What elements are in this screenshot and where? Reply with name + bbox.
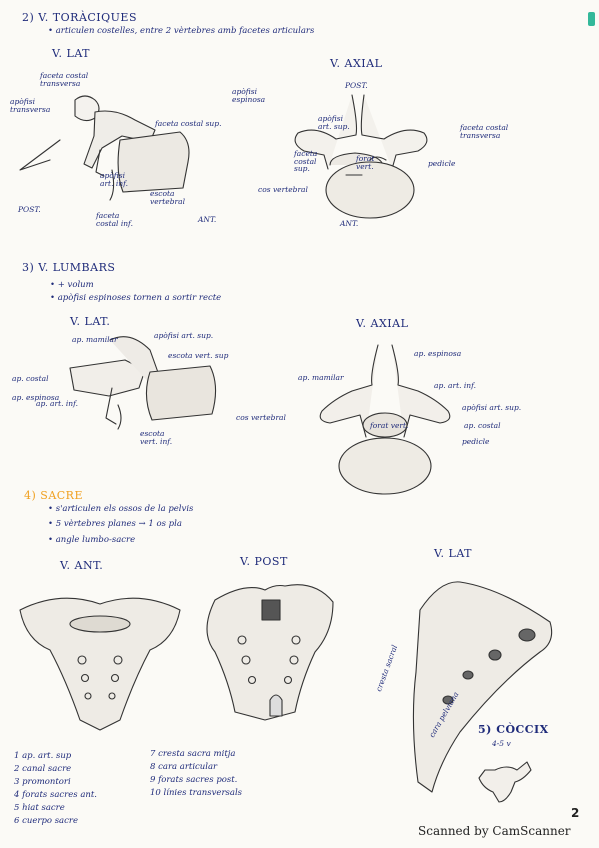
- label-forat-vert-lumbar: forat vert.: [370, 421, 409, 430]
- sacrum-bullet-1: • s'articulen els ossos de la pelvis: [48, 504, 194, 514]
- label-post-thoracic-lat: POST.: [18, 205, 41, 214]
- sacrum-bullet-2: • 5 vèrtebres planes → 1 os pla: [48, 519, 182, 529]
- label-ant-thoracic-axial: ANT.: [340, 219, 359, 228]
- green-tab-marker: [588, 12, 595, 26]
- label-ap-espinosa-lat: ap. espinosa: [12, 393, 60, 402]
- sacrum-view-post: V. POST: [240, 555, 288, 568]
- label-apofisi-art-inf: apòfisi art. inf.: [100, 171, 128, 188]
- lumbar-axial-title: V. AXIAL: [356, 317, 409, 330]
- label-faceta-costal-inf: faceta costal inf.: [96, 211, 133, 228]
- label-pedicle-thoracic: pedicle: [428, 159, 456, 168]
- sacrum-bullet-3: • angle lumbo-sacre: [48, 535, 136, 545]
- thoracic-axial-title: V. AXIAL: [330, 57, 383, 70]
- label-cos-vertebral-thoracic: cos vertebral: [258, 185, 308, 194]
- legend-item-7: 7 cresta sacra mitja: [150, 749, 236, 759]
- thoracic-lat-title: V. LAT: [52, 47, 90, 60]
- label-escota-vertebral: escota vertebral: [150, 189, 185, 206]
- label-escota-vert-inf: escota vert. inf.: [140, 429, 173, 446]
- legend-item-1: 1 ap. art. sup: [14, 751, 72, 761]
- sacrum-posterior-drawing: [206, 584, 334, 721]
- legend-item-8: 8 cara articular: [150, 762, 218, 772]
- page-number: 2: [571, 806, 580, 820]
- label-ap-art-inf-axial: ap. art. inf.: [434, 381, 477, 390]
- label-ap-art-inf-lat: ap. art. inf.: [36, 399, 79, 408]
- coccyx-drawing: [478, 761, 532, 803]
- label-cos-vertebral-lumbar: cos vertebral: [236, 413, 286, 422]
- label-apofisi-art-sup-axial: apòfisi art. sup.: [462, 403, 522, 412]
- lumbar-bullet-1: • + volum: [50, 280, 94, 290]
- label-pedicle-lumbar: pedicle: [462, 437, 490, 446]
- section-lumbar-heading: 3) V. LUMBARS: [22, 261, 116, 274]
- coccyx-subtitle: 4-5 v: [492, 739, 511, 748]
- coccyx-heading: 5) CÒCCIX: [478, 723, 549, 736]
- label-ap-espinosa-axial: ap. espinosa: [414, 349, 462, 358]
- label-post-thoracic-axial: POST.: [345, 81, 368, 90]
- label-ap-costal-axial: ap. costal: [464, 421, 501, 430]
- sacrum-view-ant: V. ANT.: [60, 559, 104, 572]
- sacrum-lateral-drawing: [412, 581, 553, 793]
- label-faceta-costal-transversa-axial: faceta costal transversa: [460, 123, 509, 140]
- label-escota-vert-sup: escota vert. sup: [168, 351, 229, 360]
- camscanner-watermark: Scanned by CamScanner: [418, 824, 571, 838]
- legend-item-6: 6 cuerpo sacre: [14, 816, 78, 826]
- thoracic-axial-drawing: [294, 94, 428, 219]
- legend-item-2: 2 canal sacre: [14, 764, 72, 774]
- legend-item-9: 9 forats sacres post.: [150, 775, 238, 785]
- label-faceta-costal-transversa: faceta costal transversa: [40, 71, 89, 88]
- lumbar-axial-drawing: [319, 344, 451, 495]
- label-ap-costal-lat: ap. costal: [12, 374, 49, 383]
- section-sacrum-heading: 4) SACRE: [24, 489, 83, 502]
- legend-item-3: 3 promontori: [14, 777, 71, 787]
- label-forat-vert-thoracic: forat vert.: [356, 154, 375, 171]
- label-faceta-costal-sup: faceta costal sup.: [155, 119, 222, 128]
- legend-item-4: 4 forats sacres ant.: [14, 790, 97, 800]
- sacrum-anterior-drawing: [19, 597, 181, 731]
- label-faceta-costal-sup-axial: faceta costal sup.: [294, 149, 318, 173]
- lumbar-lateral-drawing: [69, 336, 217, 430]
- label-apofisi-espinosa: apòfisi espinosa: [232, 87, 266, 104]
- sacrum-view-lat: V. LAT: [434, 547, 472, 560]
- lumbar-bullet-2: • apòfisi espinoses tornen a sortir rect…: [50, 293, 222, 303]
- lumbar-lat-title: V. LAT.: [70, 315, 111, 328]
- label-apofisi-art-sup-axial: apòfisi art. sup.: [318, 114, 350, 131]
- legend-item-10: 10 línies transversals: [150, 788, 243, 798]
- thoracic-bullet: • articulen costelles, entre 2 vèrtebres…: [48, 26, 315, 36]
- label-apofisi-art-sup-lat: apòfisi art. sup.: [154, 331, 214, 340]
- label-ant-thoracic-lat: ANT.: [198, 215, 217, 224]
- label-ap-mamilar-lat: ap. mamilar: [72, 335, 118, 344]
- section-thoracic-heading: 2) V. TORÀCIQUES: [22, 11, 137, 24]
- thoracic-lateral-drawing: [19, 95, 190, 201]
- label-ap-mamilar-axial: ap. mamilar: [298, 373, 344, 382]
- legend-item-5: 5 hiat sacre: [14, 803, 65, 813]
- label-apofisi-transversa: apòfisi transversa: [10, 97, 51, 114]
